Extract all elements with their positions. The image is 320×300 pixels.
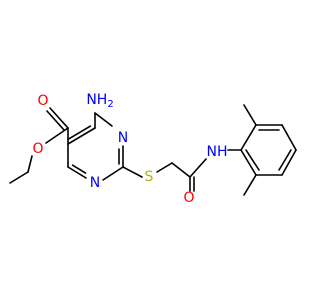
- bond-ch2-carbonyl: [171, 162, 191, 178]
- bond-n1-c6-second: [71, 164, 87, 174]
- bond-ar3-ar4: [281, 124, 297, 151]
- amino-group-label: NH2: [86, 92, 113, 110]
- bond-methyl-bottom: [243, 174, 257, 196]
- bond-skeleton: [9, 104, 297, 196]
- bond-carbonyl-nh: [189, 158, 207, 178]
- chemical-structure-diagram: NH2 O O N N S NH O: [9, 92, 297, 206]
- thioether-sulfur-label: S: [145, 169, 154, 185]
- ester-carbonyl-oxygen-label: O: [37, 93, 48, 109]
- bond-s-ch2: [156, 162, 173, 173]
- bond-ar6-ar1: [240, 149, 257, 176]
- bond-o-ch2: [27, 155, 33, 173]
- bond-ar1-ar2: [240, 124, 257, 151]
- bond-ester-c-o-ether: [45, 127, 69, 144]
- bond-c5-c4: [67, 127, 96, 145]
- bond-ar4-ar5-second: [278, 149, 292, 171]
- ester-ether-oxygen-label: O: [32, 141, 43, 157]
- bond-methyl-top: [243, 104, 257, 126]
- bond-ester-c-o-carbonyl-second: [46, 110, 65, 131]
- amide-oxygen-label: O: [183, 190, 194, 206]
- bond-n1-c6: [67, 166, 87, 179]
- bond-ester-c-o-carbonyl: [49, 107, 69, 129]
- bond-ar6-ar1-second: [245, 149, 260, 171]
- amide-nitrogen-label: NH: [207, 144, 228, 160]
- bond-ch2-ch3: [9, 171, 29, 184]
- bond-c2-s: [122, 166, 143, 178]
- bond-c5-c4-second: [67, 125, 92, 140]
- bond-c4-n3: [94, 112, 113, 127]
- pyrimidine-n3-label: N: [118, 130, 128, 146]
- pyrimidine-n1-label: N: [90, 175, 100, 191]
- bond-ar4-ar5: [281, 149, 297, 176]
- bond-c2-n1: [102, 166, 124, 181]
